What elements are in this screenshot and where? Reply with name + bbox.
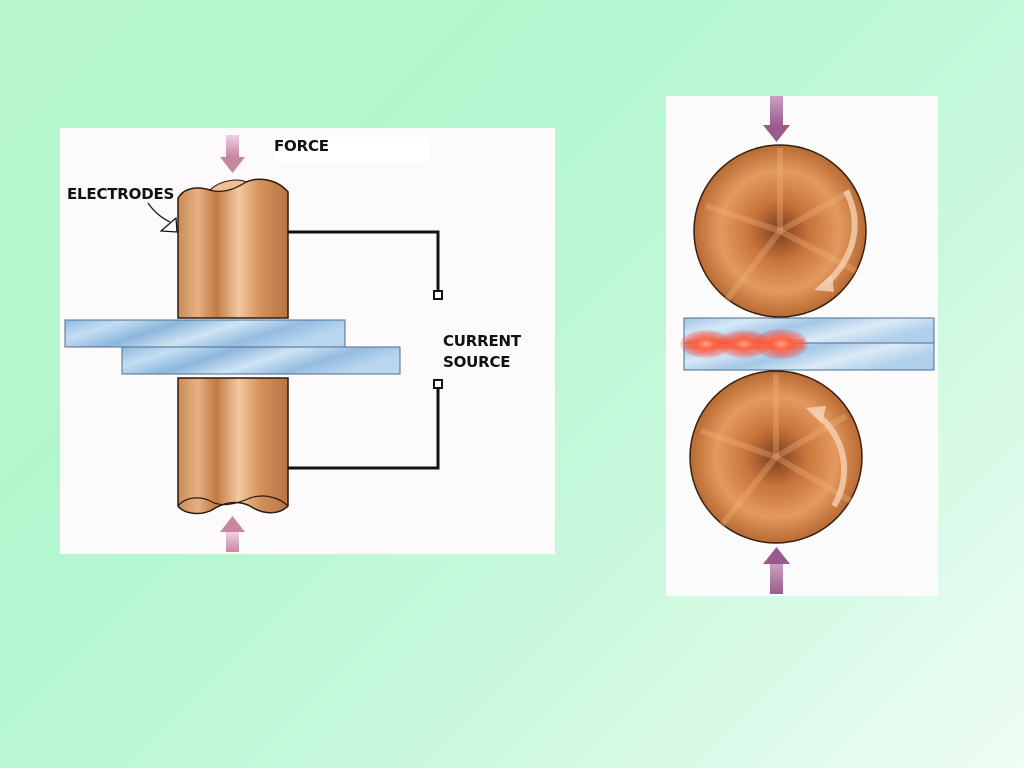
bottom-electrode — [177, 377, 289, 515]
seam-welding-diagram — [666, 96, 938, 596]
bottom-roller-wheel — [689, 370, 863, 544]
circuit-wires — [288, 230, 443, 470]
force-arrow-top-icon — [220, 135, 245, 173]
rotation-arrow-top-icon — [823, 189, 858, 287]
top-roller-wheel — [693, 144, 867, 318]
terminal-bottom-icon — [433, 379, 443, 389]
seam-welding-drawing — [680, 96, 935, 594]
roller-force-arrow-top-icon — [763, 96, 790, 142]
source-label: SOURCE — [443, 353, 511, 371]
lower-sheet — [121, 346, 401, 375]
spot-welding-diagram: FORCE ELECTRODES CURRENT SOURCE — [60, 128, 555, 554]
force-arrow-bottom-icon — [220, 516, 245, 552]
roller-force-arrow-bottom-icon — [763, 547, 790, 594]
electrodes-label: ELECTRODES — [67, 185, 175, 203]
weld-nugget-glow — [680, 329, 808, 359]
spot-welding-drawing — [64, 135, 443, 552]
top-electrode — [177, 178, 289, 319]
electrodes-pointer — [147, 202, 178, 233]
rotation-arrow-bottom-icon — [814, 411, 848, 508]
current-label: CURRENT — [443, 332, 521, 350]
force-label: FORCE — [274, 137, 430, 162]
terminal-top-icon — [433, 290, 443, 300]
upper-sheet — [64, 319, 346, 348]
seam-sheets — [680, 317, 935, 371]
